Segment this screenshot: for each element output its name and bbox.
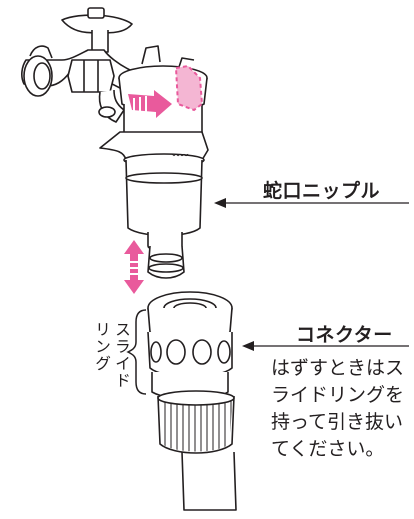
rotate-arrow bbox=[128, 64, 204, 118]
instruction-line: ライドリングを bbox=[271, 384, 405, 406]
faucet bbox=[21, 7, 133, 123]
slide-ring-label: スライド リング bbox=[86, 321, 138, 401]
brand-mark: 〰〰 bbox=[171, 151, 189, 160]
slide-ring-label-line-1: スライド bbox=[112, 321, 131, 389]
instruction-line: はずすときはス bbox=[271, 357, 405, 379]
leader-connector bbox=[242, 341, 409, 351]
connect-arrow bbox=[124, 240, 144, 294]
connector-label: コネクター bbox=[296, 324, 393, 346]
leader-nipple bbox=[214, 198, 409, 208]
removal-instructions: はずすときはス ライドリングを 持って引き抜い てください。 bbox=[271, 355, 414, 463]
slide-ring-label-line-2: リング bbox=[92, 321, 111, 372]
faucet-nipple-label: 蛇口ニップル bbox=[263, 180, 381, 202]
instruction-line: てください。 bbox=[271, 438, 385, 460]
instruction-line: 持って引き抜い bbox=[271, 411, 404, 433]
slide-ring-bracket bbox=[126, 309, 147, 395]
connector bbox=[147, 291, 237, 511]
